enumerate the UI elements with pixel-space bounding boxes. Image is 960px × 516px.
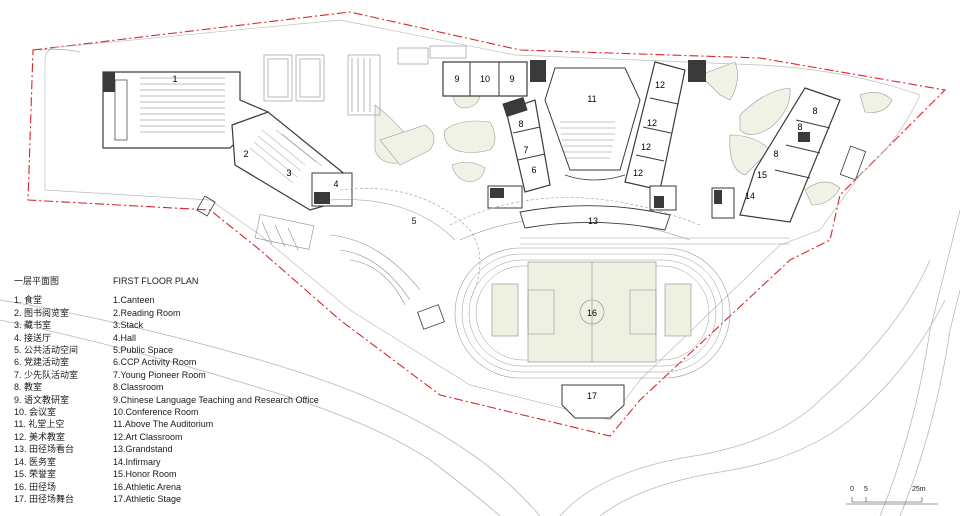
room-number-honor: 15 — [757, 170, 767, 180]
legend-item: 8. 教室 — [14, 382, 43, 393]
room-number-office-a: 9 — [454, 74, 459, 84]
site-boundary — [27, 11, 947, 437]
gatehouse-structures — [196, 145, 867, 330]
tennis-courts-top — [263, 45, 467, 116]
legend-item: 9. 语文教研室 — [14, 394, 70, 405]
scale-label-0: 0 — [850, 486, 854, 493]
room-number-art-c: 12 — [641, 142, 651, 152]
room-number-hall: 4 — [333, 179, 338, 189]
athletic-stage: 17 — [561, 384, 625, 419]
legend-item: 5.Public Space — [113, 345, 174, 356]
legend-item: 7. 少先队活动室 — [14, 369, 79, 380]
office-block-north: 9 10 9 — [442, 60, 546, 97]
room-number-stage: 17 — [587, 391, 597, 401]
legend-item: 4.Hall — [113, 332, 137, 343]
legend-chinese-title: 一层平面图 — [14, 276, 60, 286]
classroom-wing-left: 8 7 6 — [487, 96, 551, 209]
scale-label-25: 25m — [912, 486, 926, 493]
legend-item: 15.Honor Room — [113, 469, 177, 480]
legend-item: 9.Chinese Language Teaching and Research… — [113, 394, 319, 405]
legend-item: 10.Conference Room — [113, 407, 199, 418]
room-number-reading: 2 — [243, 149, 248, 159]
canteen-building: 1 — [102, 71, 270, 149]
legend-item: 6.CCP Activity Room — [113, 357, 197, 368]
legend-item: 10. 会议室 — [14, 407, 57, 418]
auditorium: 11 — [544, 67, 641, 181]
room-number-canteen: 1 — [172, 74, 177, 84]
road-lines — [0, 48, 960, 516]
legend-item: 2.Reading Room — [113, 307, 181, 318]
room-number-conference: 10 — [480, 74, 490, 84]
room-number-infirmary: 14 — [745, 191, 755, 201]
room-number-office-b: 9 — [509, 74, 514, 84]
room-number-classroom-c: 8 — [797, 122, 802, 132]
legend-item: 16.Athletic Arena — [113, 481, 182, 492]
grandstand: 13 — [519, 205, 671, 231]
legend-item: 11. 礼堂上空 — [14, 419, 65, 430]
room-number-art-b: 12 — [647, 118, 657, 128]
room-number-classroom-a: 8 — [518, 119, 523, 129]
library-wing: 2 3 4 — [231, 111, 353, 211]
legend-item: 8.Classroom — [113, 382, 164, 393]
scale-bar: 0 5 25m — [842, 486, 940, 506]
legend-item: 13. 田径场看台 — [14, 444, 75, 455]
legend-item: 1.Canteen — [113, 295, 155, 306]
legend-item: 5. 公共活动空间 — [14, 345, 79, 356]
room-number-classroom-d: 8 — [773, 149, 778, 159]
east-classroom-block: 8 8 8 15 14 — [711, 87, 841, 223]
art-classroom-wing: 12 12 12 12 — [624, 60, 706, 211]
room-number-auditorium: 11 — [587, 94, 596, 104]
scale-bar-graphic — [846, 497, 938, 505]
room-number-public-space: 5 — [411, 216, 416, 226]
legend-item: 17. 田径场舞台 — [14, 493, 75, 504]
legend-item: 12.Art Classroom — [113, 431, 183, 442]
legend-item: 15. 荣誉室 — [14, 469, 57, 480]
legend-item: 14.Infirmary — [113, 456, 161, 467]
room-number-grandstand: 13 — [588, 216, 598, 226]
inner-site-outline — [44, 19, 921, 421]
room-number-art-a: 12 — [655, 80, 665, 90]
legend-item: 1. 食堂 — [14, 295, 43, 306]
legend-item: 6. 党建活动室 — [14, 357, 70, 368]
legend-item: 2. 图书阅览室 — [14, 307, 70, 318]
room-number-stack: 3 — [286, 168, 291, 178]
athletic-arena: 16 — [454, 237, 790, 379]
legend-item: 3.Stack — [113, 320, 144, 331]
legend-item: 7.Young Pioneer Room — [113, 369, 206, 380]
legend-item: 13.Grandstand — [113, 444, 173, 455]
ramp-steps — [254, 214, 421, 306]
scale-label-5: 5 — [864, 486, 868, 493]
legend-item: 16. 田径场 — [14, 481, 57, 492]
room-number-arena: 16 — [587, 308, 597, 318]
room-number-ccp: 6 — [531, 165, 536, 175]
legend-item: 17.Athletic Stage — [113, 493, 182, 504]
legend-item: 14. 医务室 — [14, 456, 57, 467]
legend-item: 3. 藏书室 — [14, 320, 52, 331]
room-number-classroom-b: 8 — [812, 106, 817, 116]
legend-item: 12. 美术教室 — [14, 431, 66, 442]
room-number-pioneer: 7 — [523, 145, 528, 155]
legend-item: 11.Above The Auditorium — [113, 419, 214, 430]
room-number-art-d: 12 — [633, 168, 643, 178]
legend-item: 4. 接送厅 — [14, 332, 52, 343]
legend-english-title: FIRST FLOOR PLAN — [113, 276, 199, 286]
